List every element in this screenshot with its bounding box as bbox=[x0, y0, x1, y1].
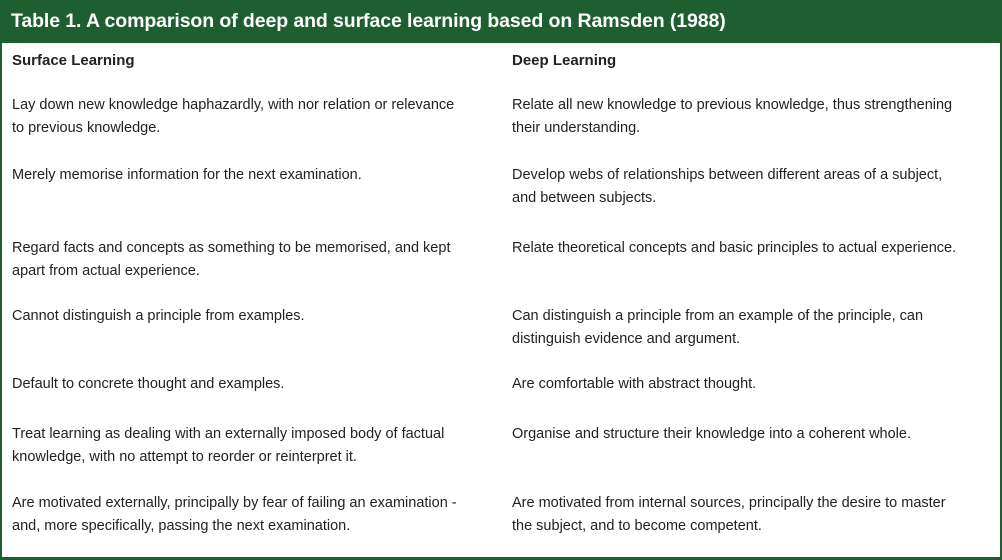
deep-cell-row-7: Are motivated from internal sources, pri… bbox=[512, 492, 946, 537]
deep-row-1-line-2: their understanding. bbox=[512, 119, 641, 136]
deep-row-7-line-1: Are motivated from internal sources, pri… bbox=[512, 495, 946, 511]
surface-row-6-line-2: knowledge, with no attempt to reorder or… bbox=[12, 448, 357, 465]
deep-cell-row-3: Relate theoretical concepts and basic pr… bbox=[512, 237, 956, 260]
surface-row-7-line-2: and, more specifically, passing the next… bbox=[12, 517, 351, 534]
column-header-deep-learning: Deep Learning bbox=[512, 52, 617, 69]
column-header-surface-learning: Surface Learning bbox=[12, 52, 135, 69]
deep-cell-row-2: Develop webs of relationships between di… bbox=[512, 164, 942, 209]
surface-row-1-line-1: Lay down new knowledge haphazardly, with… bbox=[12, 97, 455, 113]
table-title: Table 1. A comparison of deep and surfac… bbox=[0, 0, 1002, 43]
deep-row-5-line-1: Are comfortable with abstract thought. bbox=[512, 376, 757, 392]
deep-row-2-line-1: Develop webs of relationships between di… bbox=[512, 167, 943, 183]
surface-row-3-line-2: apart from actual experience. bbox=[12, 262, 200, 279]
surface-row-4-line-1: Cannot distinguish a principle from exam… bbox=[12, 308, 305, 324]
deep-row-1-line-1: Relate all new knowledge to previous kno… bbox=[512, 97, 953, 113]
deep-cell-row-5: Are comfortable with abstract thought. bbox=[512, 373, 756, 396]
surface-cell-row-7: Are motivated externally, principally by… bbox=[12, 492, 457, 537]
deep-cell-row-6: Organise and structure their knowledge i… bbox=[512, 423, 911, 446]
deep-cell-row-1: Relate all new knowledge to previous kno… bbox=[512, 94, 952, 139]
surface-row-2-line-1: Merely memorise information for the next… bbox=[12, 167, 362, 183]
deep-row-4-line-2: distinguish evidence and argument. bbox=[512, 330, 741, 347]
deep-cell-row-4: Can distinguish a principle from an exam… bbox=[512, 305, 923, 350]
surface-row-7-line-1: Are motivated externally, principally by… bbox=[12, 495, 457, 511]
deep-row-2-line-2: and between subjects. bbox=[512, 189, 657, 206]
surface-row-3-line-1: Regard facts and concepts as something t… bbox=[12, 240, 451, 256]
surface-row-1-line-2: to previous knowledge. bbox=[12, 119, 161, 136]
deep-row-4-line-1: Can distinguish a principle from an exam… bbox=[512, 308, 924, 324]
surface-cell-row-2: Merely memorise information for the next… bbox=[12, 164, 362, 187]
surface-cell-row-4: Cannot distinguish a principle from exam… bbox=[12, 305, 305, 328]
surface-row-5-line-1: Default to concrete thought and examples… bbox=[12, 376, 285, 392]
surface-cell-row-6: Treat learning as dealing with an extern… bbox=[12, 423, 444, 468]
surface-cell-row-1: Lay down new knowledge haphazardly, with… bbox=[12, 94, 454, 139]
surface-cell-row-3: Regard facts and concepts as something t… bbox=[12, 237, 450, 282]
deep-row-3-line-1: Relate theoretical concepts and basic pr… bbox=[512, 240, 957, 256]
deep-row-6-line-1: Organise and structure their knowledge i… bbox=[512, 426, 911, 442]
deep-row-7-line-2: the subject, and to become competent. bbox=[512, 517, 762, 534]
surface-cell-row-5: Default to concrete thought and examples… bbox=[12, 373, 284, 396]
surface-row-6-line-1: Treat learning as dealing with an extern… bbox=[12, 426, 445, 442]
